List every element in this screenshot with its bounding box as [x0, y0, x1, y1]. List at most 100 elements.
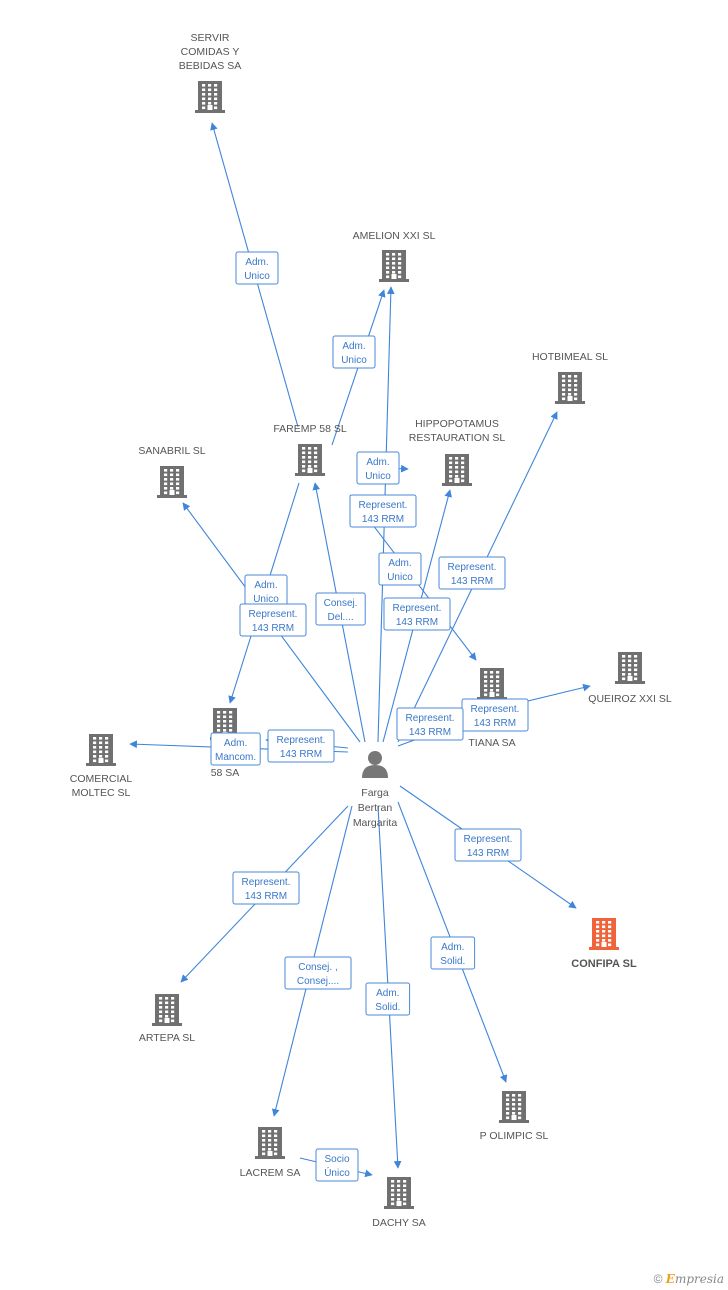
relation-label-farga-polimpic[interactable]: Adm.Solid. — [430, 936, 476, 970]
company-label: COMIDAS Y — [181, 46, 240, 58]
company-label: DACHY SA — [372, 1217, 426, 1229]
relation-label-line: Del.... — [328, 612, 354, 623]
relation-label-farem-amelion[interactable]: Adm.Unico — [332, 335, 376, 369]
relation-label-box — [284, 956, 352, 990]
relation-label-line: 143 RRM — [245, 891, 287, 902]
person-name-line: Bertran — [358, 802, 393, 814]
relation-label-box — [239, 603, 307, 637]
company-label: HIPPOPOTAMUS — [415, 418, 499, 430]
company-label: MOLTEC SL — [72, 787, 131, 799]
relation-label-box — [378, 552, 422, 586]
relation-label-line: 143 RRM — [362, 514, 404, 525]
relation-label-line: 143 RRM — [409, 727, 451, 738]
relation-label-farga-dachy[interactable]: Adm.Solid. — [365, 982, 411, 1016]
relation-label-line: Represent. — [393, 603, 442, 614]
relation-label-line: Único — [324, 1166, 350, 1179]
relation-label-farga-amelion[interactable]: Adm. Unico — [378, 552, 422, 586]
footer-brand[interactable]: © Empresia — [654, 1272, 724, 1286]
company-node-polimpic[interactable]: P OLIMPIC SL — [480, 1091, 549, 1142]
relation-label-line: Mancom. — [215, 752, 256, 763]
relation-label-farga-hotbimeal[interactable]: Represent.143 RRM — [438, 556, 506, 590]
relation-label-box — [383, 597, 451, 631]
relation-label-line: Consej. — [324, 598, 358, 609]
company-label: FAREMP 58 SL — [273, 423, 347, 435]
relation-label-farga-confipa[interactable]: Represent.143 RRM — [454, 828, 522, 862]
relation-label-line: Socio — [324, 1154, 349, 1165]
relation-label-line: Solid. — [440, 956, 465, 967]
company-label: P OLIMPIC SL — [480, 1130, 549, 1142]
relation-label-line: Represent. — [242, 877, 291, 888]
relation-label-farem-pas58[interactable]: Adm. Unico — [244, 574, 288, 608]
relation-label-line: Unico — [365, 471, 391, 482]
relation-label-line: 143 RRM — [252, 623, 294, 634]
relation-label-line: Unico — [387, 572, 413, 583]
relation-label-line: Unico — [253, 594, 279, 605]
relation-label-box — [210, 732, 261, 766]
company-node-comercial[interactable]: COMERCIAL MOLTEC SL — [70, 734, 133, 799]
relation-label-box — [365, 982, 411, 1016]
company-node-sanabril[interactable]: SANABRIL SL — [138, 445, 206, 498]
building-icon — [589, 918, 619, 950]
relation-label-farga-sanabril[interactable]: Represent. 143 RRM — [239, 603, 307, 637]
relation-label-farga-lacrem[interactable]: Consej. , Consej.... — [284, 956, 352, 990]
company-node-queiroz[interactable]: QUEIROZ XXI SL — [588, 652, 672, 705]
relation-label-farga-farem[interactable]: Consej. Del.... — [315, 592, 366, 626]
relation-labels-layer: Adm.UnicoAdm.UnicoAdm.UnicoAdm.UnicoRepr… — [210, 251, 529, 1182]
building-icon — [615, 652, 645, 684]
relation-label-line: Represent. — [249, 609, 298, 620]
building-icon — [477, 668, 507, 700]
relation-label-line: Adm. — [366, 457, 389, 468]
company-node-farem[interactable]: FAREMP 58 SL — [273, 423, 347, 476]
company-node-dachy[interactable]: DACHY SA — [372, 1177, 426, 1229]
company-label: SANABRIL SL — [138, 445, 205, 457]
relation-label-line: 143 RRM — [474, 718, 516, 729]
relation-label-box — [232, 871, 300, 905]
building-icon — [255, 1127, 285, 1159]
building-icon — [295, 444, 325, 476]
relation-label-farga-tiana[interactable]: Represent.143 RRM — [396, 707, 464, 741]
company-label: COMERCIAL — [70, 773, 133, 785]
company-node-lacrem[interactable]: LACREM SA — [240, 1127, 301, 1179]
relation-label-farem-servir[interactable]: Adm.Unico — [235, 251, 279, 285]
relation-label-line: Adm. — [342, 341, 365, 352]
company-label: LACREM SA — [240, 1167, 301, 1179]
relation-label-line: Adm. — [388, 558, 411, 569]
company-node-hotbimeal[interactable]: HOTBIMEAL SL — [532, 351, 608, 404]
relation-label-farem-hippo[interactable]: Adm. Unico — [356, 451, 400, 485]
company-label: BEBIDAS SA — [179, 60, 241, 72]
relation-label-line: Represent. — [359, 500, 408, 511]
building-icon — [195, 81, 225, 113]
relation-label-line: Represent. — [448, 562, 497, 573]
edges-layer — [129, 122, 591, 1178]
relation-label-farga-pas58[interactable]: Represent.143 RRM — [267, 729, 335, 763]
building-icon — [86, 734, 116, 766]
building-icon — [379, 250, 409, 282]
relation-label-line: 143 RRM — [467, 848, 509, 859]
company-node-amelion[interactable]: AMELION XXI SL — [353, 230, 436, 282]
relation-label-farem-tiana[interactable]: Represent. 143 RRM — [349, 494, 417, 528]
relation-label-line: Consej.... — [297, 976, 339, 987]
company-node-confipa[interactable]: CONFIPA SL — [571, 918, 637, 970]
building-icon — [555, 372, 585, 404]
person-name-line: Farga — [361, 787, 389, 799]
relation-label-line: Consej. , — [298, 962, 337, 973]
company-node-artepa[interactable]: ARTEPA SL — [139, 994, 195, 1044]
relation-label-line: Adm. — [254, 580, 277, 591]
building-icon — [442, 454, 472, 486]
relation-label-farga-artepa[interactable]: Represent. 143 RRM — [232, 871, 300, 905]
relation-label-line: Adm. — [224, 738, 247, 749]
relation-label-farga-queiroz[interactable]: Represent.143 RRM — [461, 698, 529, 732]
company-label: CONFIPA SL — [571, 958, 637, 970]
relation-label-box — [349, 494, 417, 528]
building-icon — [157, 466, 187, 498]
relation-label-farga-comercial[interactable]: Adm. Mancom. — [210, 732, 261, 766]
relation-label-farga-hippo[interactable]: Represent.143 RRM — [383, 597, 451, 631]
relation-label-line: Unico — [244, 271, 270, 282]
company-label: HOTBIMEAL SL — [532, 351, 608, 363]
